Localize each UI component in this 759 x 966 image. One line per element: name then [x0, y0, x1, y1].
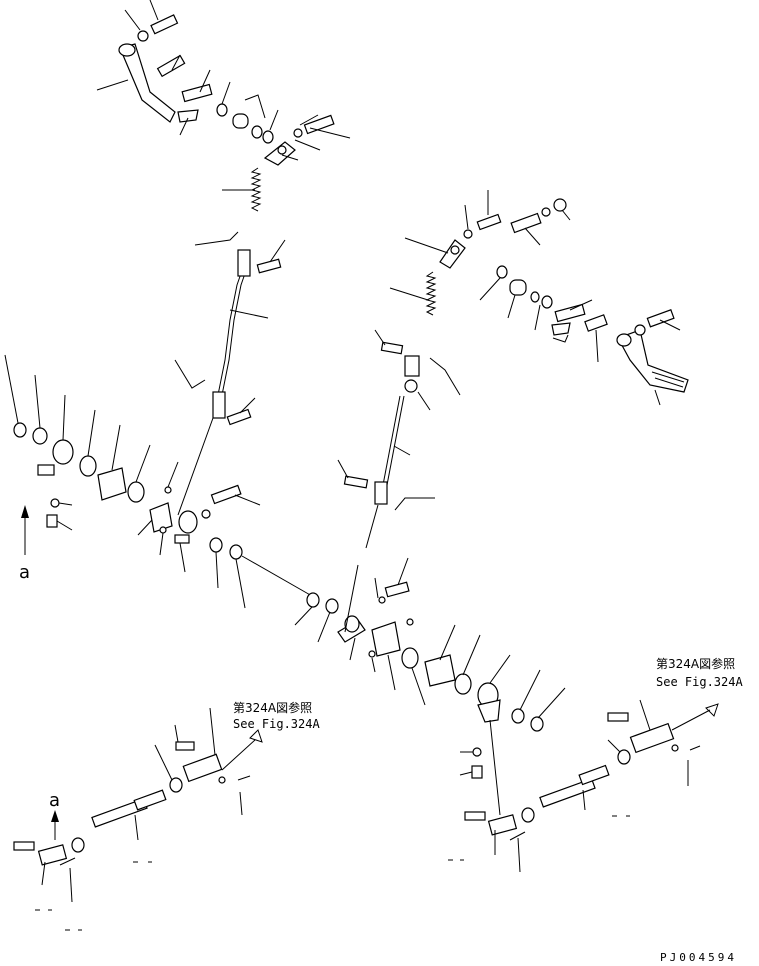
- reference-en: See Fig.324A: [233, 717, 320, 731]
- drawing-code: PJ004594: [660, 951, 737, 964]
- view-marker-upper: a: [19, 505, 30, 583]
- left-pedal-assembly: [118, 14, 335, 516]
- view-marker-label: a: [49, 790, 60, 811]
- lower-left-linkage: [13, 729, 263, 866]
- right-pedal-assembly: [343, 198, 689, 549]
- label-placeholders: [35, 815, 630, 931]
- figure-reference-left: 第324A図参照 See Fig.324A: [233, 700, 320, 731]
- reference-en: See Fig.324A: [656, 675, 743, 689]
- view-marker-label: a: [19, 562, 30, 583]
- reference-jp: 第324A図参照: [233, 700, 312, 715]
- view-marker-lower: a: [49, 790, 60, 840]
- right-cross-shaft: [337, 581, 544, 816]
- reference-jp: 第324A図参照: [656, 656, 735, 671]
- figure-reference-right: 第324A図参照 See Fig.324A: [656, 656, 743, 689]
- left-cross-shaft: [13, 422, 339, 614]
- lower-right-linkage: [464, 703, 719, 841]
- leader-lines: [4, 0, 689, 903]
